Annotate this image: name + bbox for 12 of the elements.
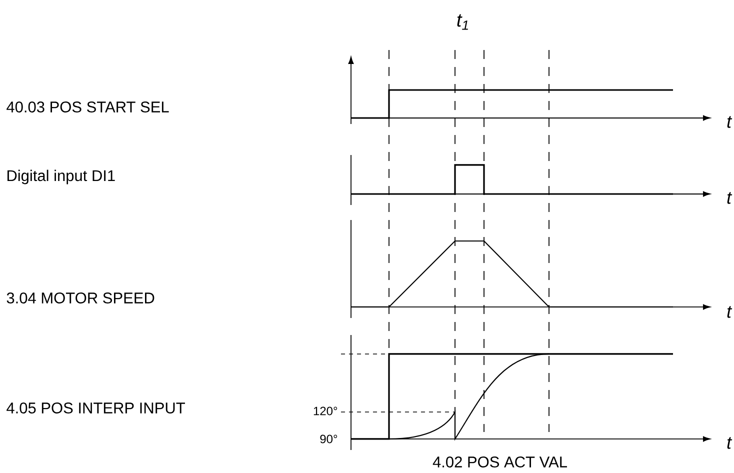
signal-label: 4.02 POS ACT VAL [432,456,567,468]
axis-label: t [727,116,732,128]
axis-label: t [727,437,732,449]
level-label: 90° [320,434,338,444]
level-label: 120° [314,406,338,416]
signal-label: 3.04 MOTOR SPEED [6,292,154,304]
signal-label: Digital input DI1 [7,170,115,184]
axis-label: t [727,192,732,204]
axis-label: t [727,306,732,318]
signal-label: 4.05 POS INTERP INPUT [6,402,185,414]
time-marker-label: t$_{1}$ [457,14,468,30]
signal-label: 40.03 POS START SEL [6,102,169,112]
